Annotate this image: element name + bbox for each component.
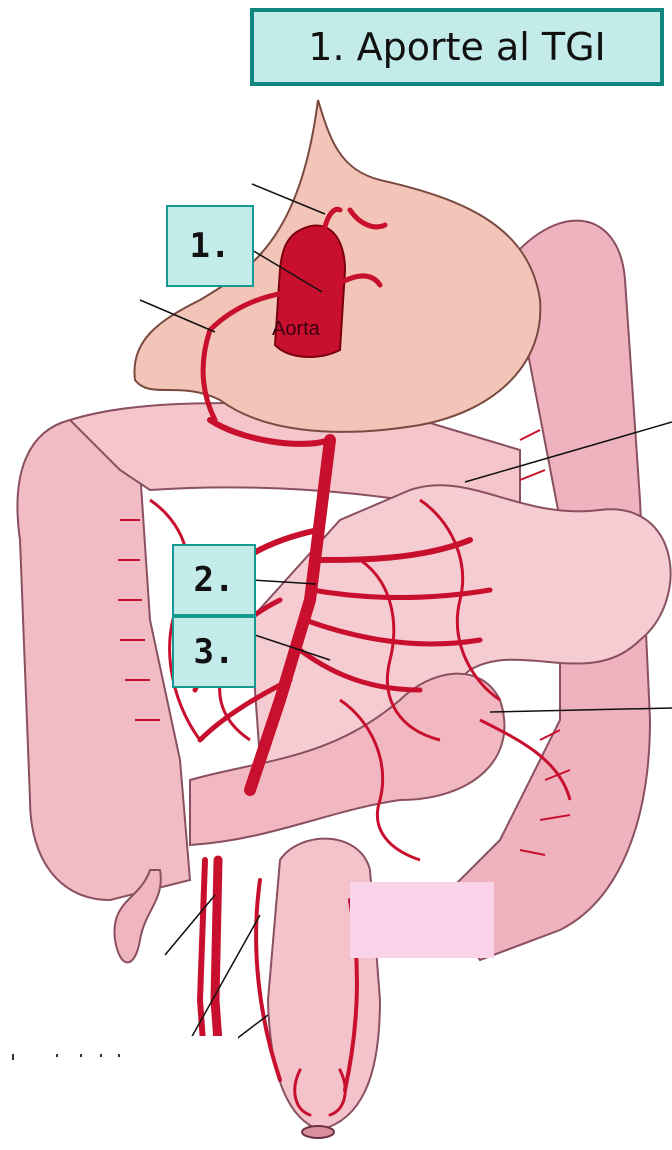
image-mask [0, 1036, 238, 1150]
slide-title: 1. Aporte al TGI [250, 8, 664, 86]
label-box-3: 3. [172, 616, 256, 688]
ascending-colon [17, 420, 190, 900]
anus [302, 1126, 334, 1138]
label-box-1: 1. [166, 205, 254, 287]
redacted-label-box [350, 882, 494, 958]
aorta-label: Aorta [272, 318, 320, 341]
label-box-2: 2. [172, 544, 256, 616]
